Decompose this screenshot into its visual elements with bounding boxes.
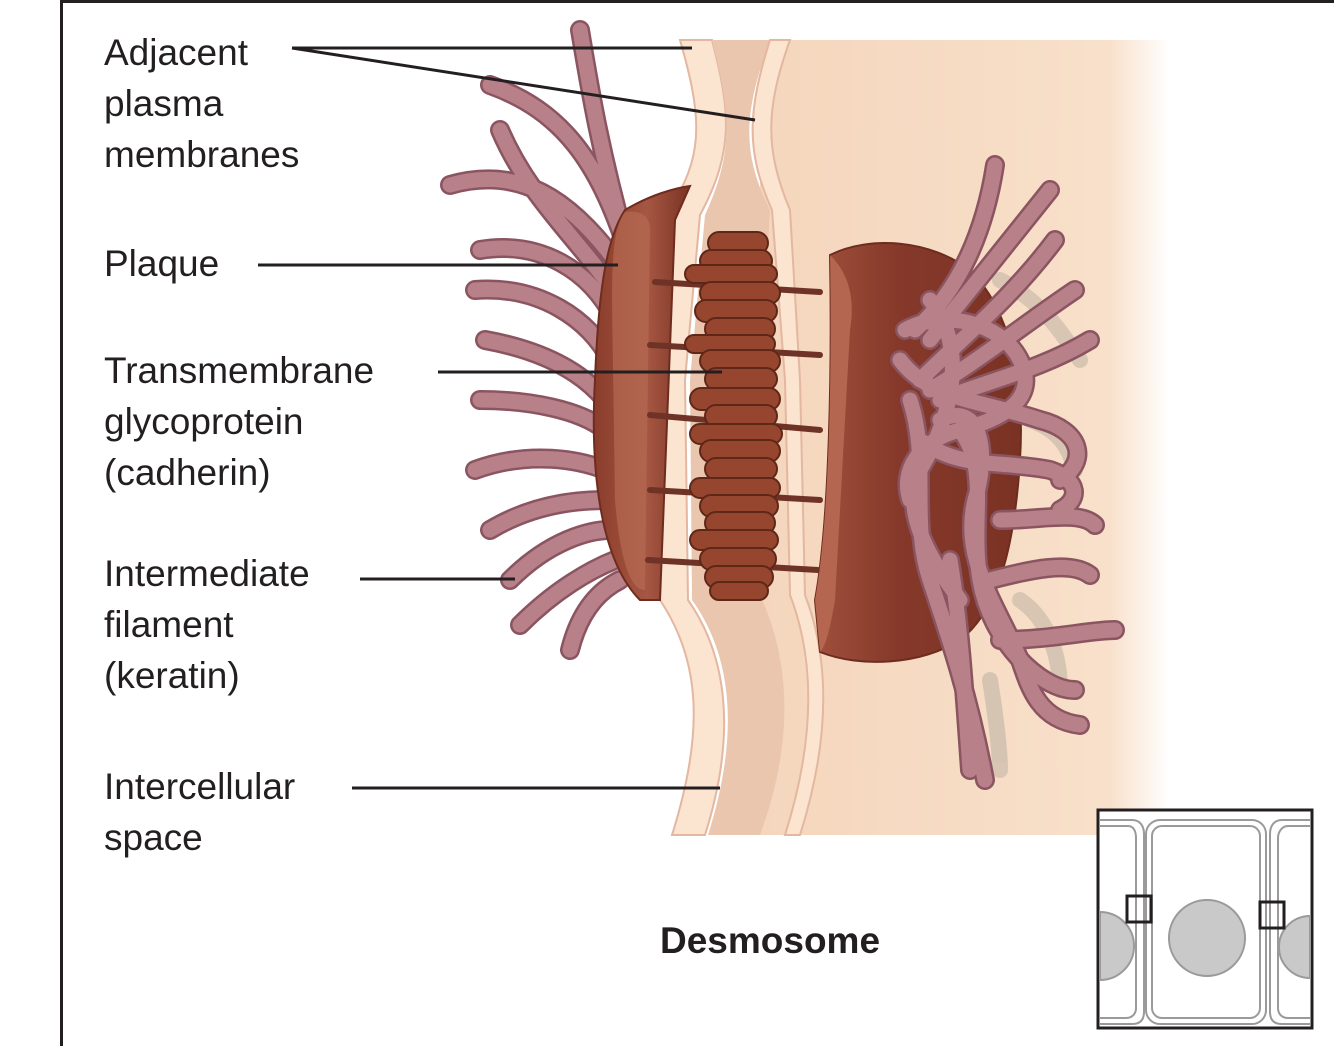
label-line: space — [104, 817, 203, 858]
label-adjacent-plasma-membranes: Adjacent plasma membranes — [104, 27, 299, 180]
label-line: (keratin) — [104, 655, 240, 696]
label-transmembrane-glycoprotein: Transmembrane glycoprotein (cadherin) — [104, 345, 374, 498]
label-line: (cadherin) — [104, 452, 271, 493]
right-keratin-filaments — [890, 155, 1125, 790]
label-line: Intercellular — [104, 766, 296, 807]
inset-cell-thumbnail — [1096, 808, 1314, 1030]
left-plaque-highlight — [612, 211, 650, 590]
leader-membranes-2 — [291, 46, 756, 122]
label-line: filament — [104, 604, 234, 645]
label-plaque: Plaque — [104, 238, 219, 289]
label-intermediate-filament: Intermediate filament (keratin) — [104, 548, 310, 701]
frame-left-border — [60, 0, 63, 1046]
label-line: Transmembrane — [104, 350, 375, 391]
right-plaque-face — [815, 255, 852, 652]
label-line: membranes — [104, 134, 300, 175]
label-intercellular-space: Intercellular space — [104, 761, 295, 863]
cadherin-molecules — [684, 231, 783, 601]
label-line: plasma — [104, 83, 224, 124]
label-line: glycoprotein — [104, 401, 304, 442]
diagram-title: Desmosome — [660, 920, 881, 961]
leader-lines — [258, 46, 756, 790]
label-line: Adjacent — [104, 32, 248, 73]
label-line: Intermediate — [104, 553, 310, 594]
right-plasma-membrane — [751, 39, 825, 836]
frame-top-border — [62, 0, 1334, 3]
label-line: Plaque — [104, 243, 220, 284]
